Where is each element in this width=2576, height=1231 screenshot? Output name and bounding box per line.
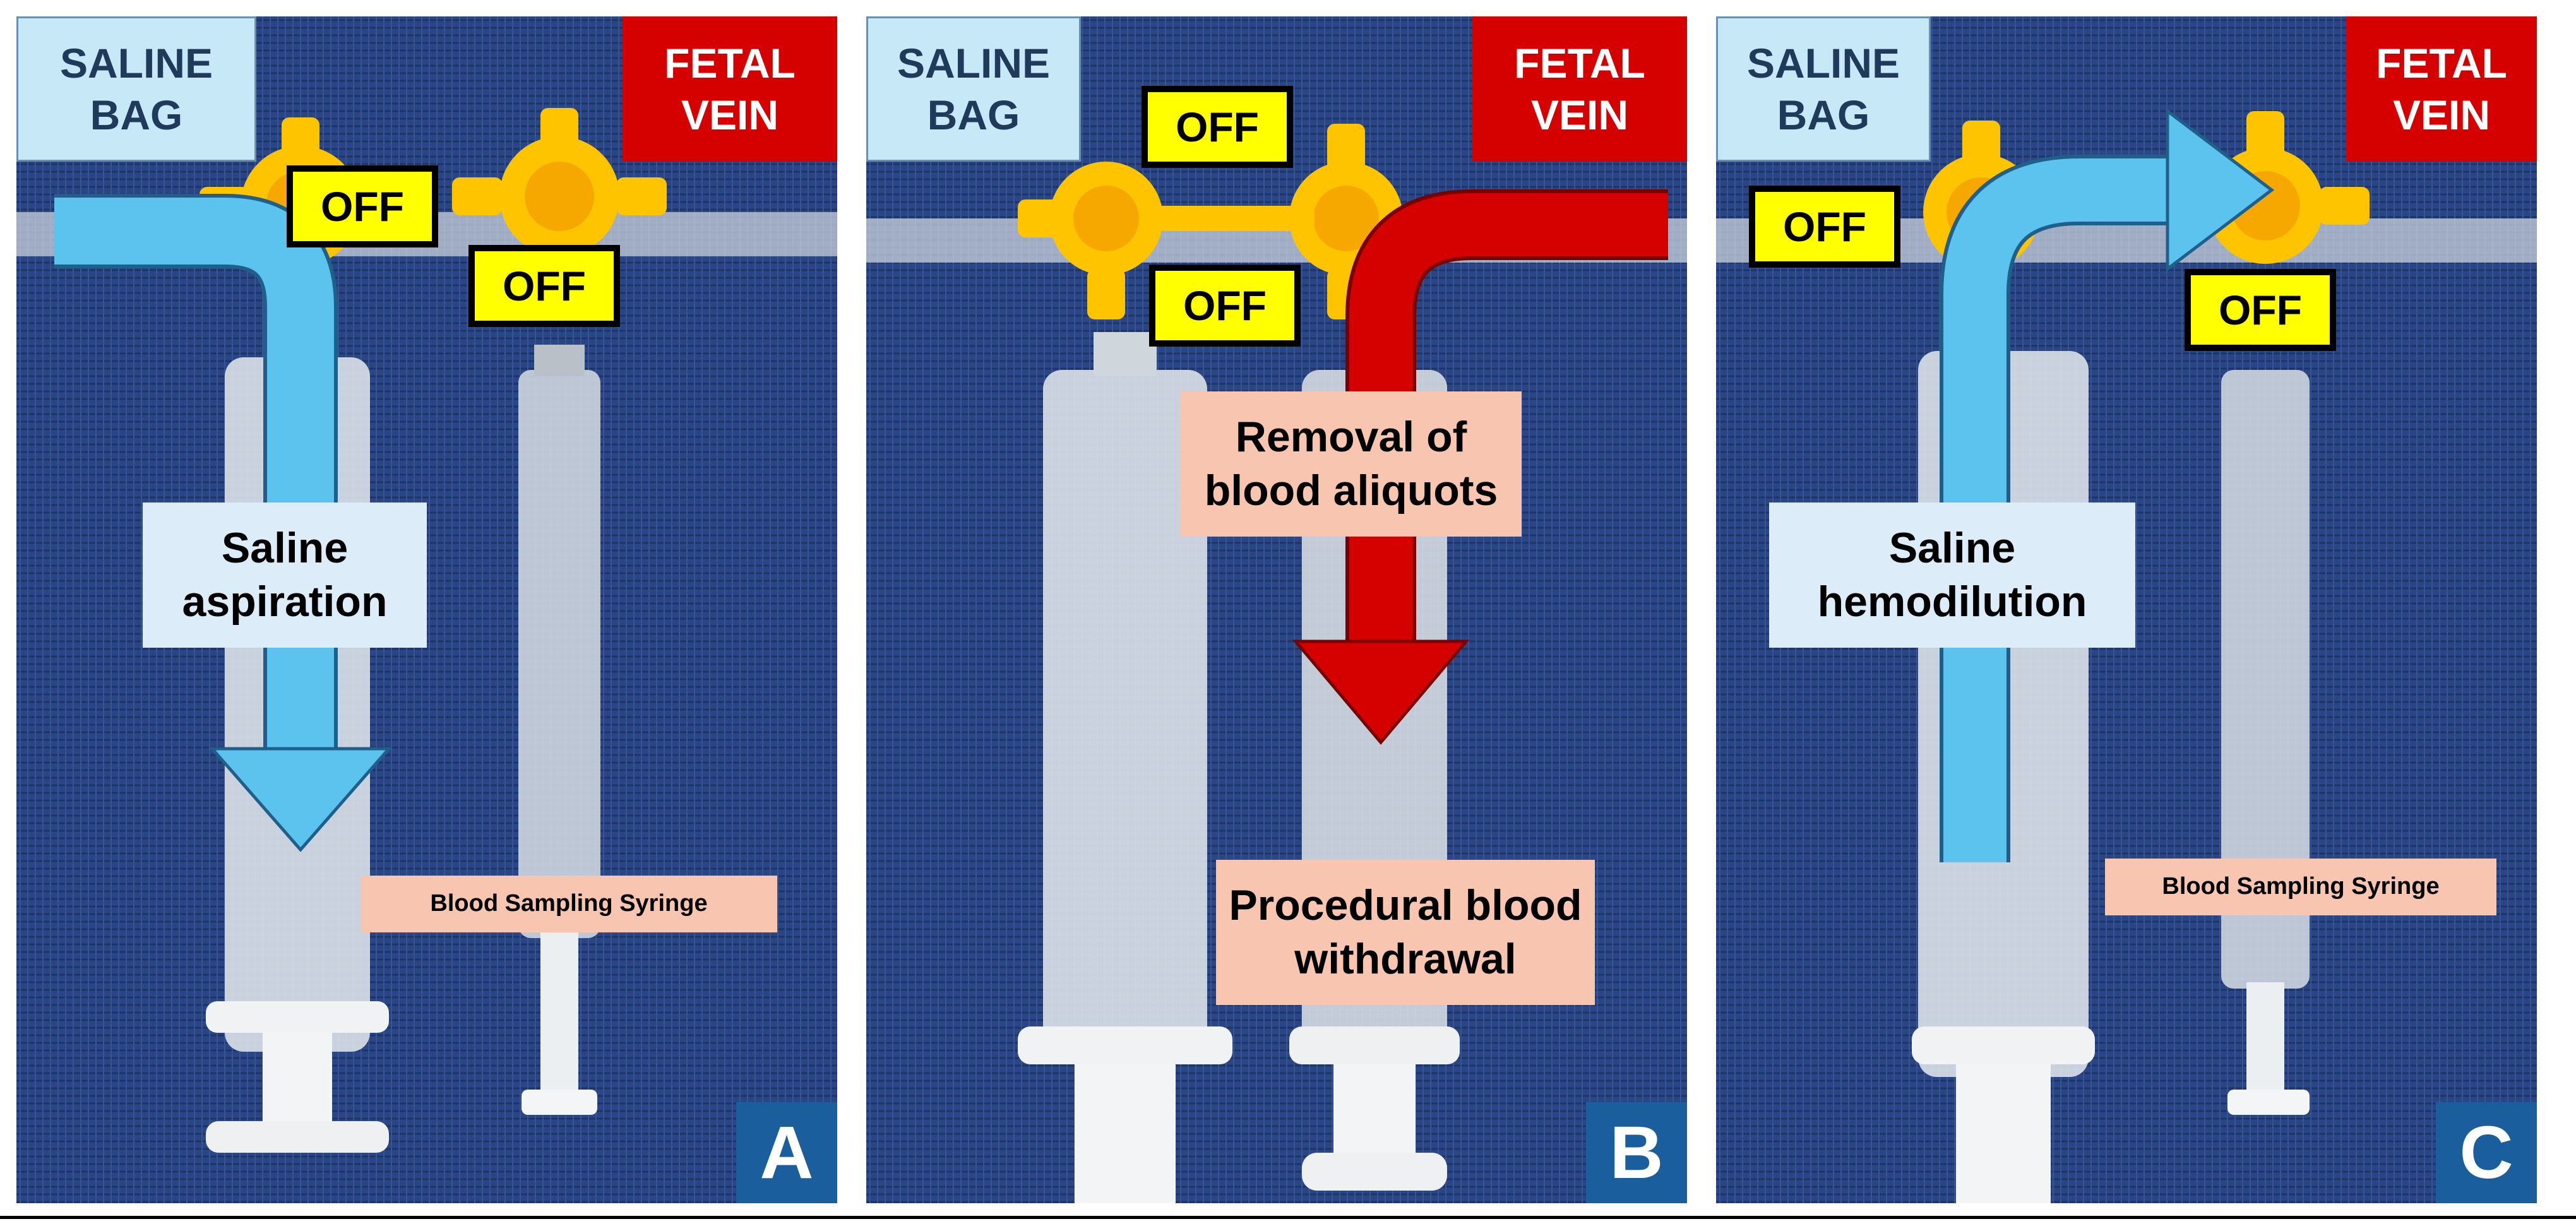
panel-letter: C xyxy=(2436,1102,2537,1203)
bottom-divider xyxy=(0,1216,2576,1219)
syringe-icon xyxy=(1018,332,1232,1203)
saline-bag-label: SALINE BAG xyxy=(866,16,1081,162)
syringe-icon xyxy=(2221,370,2310,1115)
stopcock-icon xyxy=(1018,162,1239,319)
panel-b-photo xyxy=(866,16,1687,1203)
stopcock-off-label: OFF xyxy=(1142,86,1293,168)
saline-bag-label: SALINE BAG xyxy=(1716,16,1931,162)
flow-arrow-icon xyxy=(1292,639,1470,745)
withdrawal-caption: Procedural blood withdrawal xyxy=(1216,860,1595,1005)
stopcock-off-label: OFF xyxy=(2185,269,2336,351)
panel-letter: B xyxy=(1586,1102,1687,1203)
stopcock-off-label: OFF xyxy=(1149,265,1301,347)
stopcock-off-label: OFF xyxy=(287,165,438,247)
stopcock-off-label: OFF xyxy=(1749,186,1900,268)
fetal-vein-label: FETAL VEIN xyxy=(623,16,837,162)
panel-a: SALINE BAG FETAL VEIN OFF OFF Saline asp… xyxy=(16,16,837,1203)
flow-caption: Removal of blood aliquots xyxy=(1181,391,1522,537)
panel-letter: A xyxy=(736,1102,837,1203)
fetal-vein-label: FETAL VEIN xyxy=(2346,16,2537,162)
saline-bag-label: SALINE BAG xyxy=(16,16,256,162)
syringe-icon xyxy=(518,345,600,1115)
syringe-caption: Blood Sampling Syringe xyxy=(2105,859,2496,915)
flow-caption: Saline hemodilution xyxy=(1769,503,2135,648)
flow-arrow-icon xyxy=(208,747,393,852)
syringe-caption: Blood Sampling Syringe xyxy=(361,876,777,932)
fetal-vein-label: FETAL VEIN xyxy=(1472,16,1687,162)
stopcock-off-label: OFF xyxy=(468,245,620,327)
panel-b: SALINE BAG FETAL VEIN OFF OFF Removal of… xyxy=(866,16,1687,1203)
stopcock-icon xyxy=(452,108,667,256)
flow-caption: Saline aspiration xyxy=(143,503,427,648)
panel-c: SALINE BAG FETAL VEIN OFF OFF Saline hem… xyxy=(1716,16,2537,1203)
flow-arrow-icon xyxy=(2166,107,2275,273)
